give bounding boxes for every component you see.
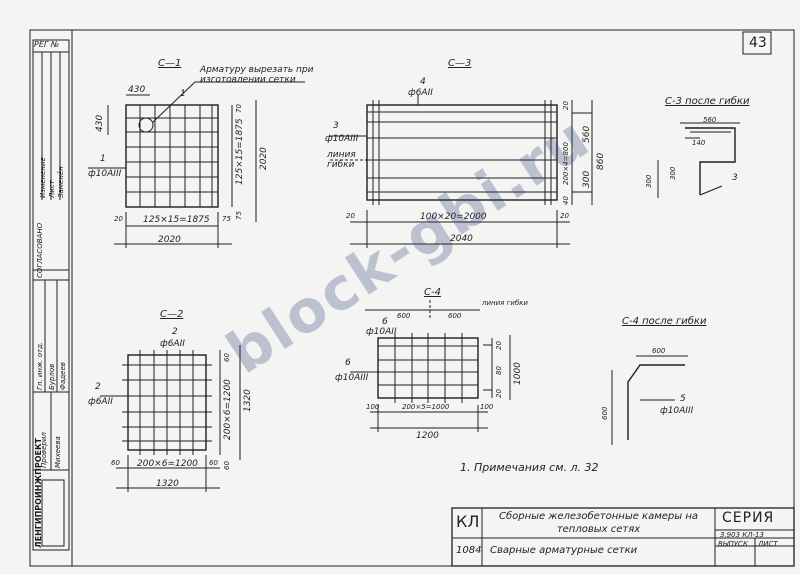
c1-dim-total: 2020 — [158, 235, 181, 245]
title-block-sheet-label: ЛИСТ — [758, 540, 778, 548]
stamp-name-2: Фадеев — [59, 362, 67, 390]
c1-dim-right-spacing: 125×15=1875 — [235, 118, 245, 185]
c4-title: С-4 — [424, 287, 441, 298]
c1-dim-right-bottom: 75 — [235, 211, 243, 220]
c3-bent-dim-top: 560 — [703, 116, 717, 124]
c1-dim-bottom-right: 75 — [222, 215, 231, 223]
c4-dim-right-total: 1000 — [513, 362, 523, 385]
c3-bent-pos: 3 — [732, 173, 738, 183]
c2-bar-top: ф6АII — [160, 339, 185, 349]
stamp-approval: СОГЛАСОВАНО — [36, 222, 44, 278]
mesh-c3-bent — [657, 122, 740, 198]
mesh-c4-bent — [611, 355, 688, 445]
c3-dim-bottom-right: 20 — [560, 212, 569, 220]
c3-bar-left: ф10АIII — [325, 134, 359, 144]
mesh-c2 — [100, 345, 241, 492]
c3-bent-dim-left-b: 300 — [669, 166, 677, 180]
c3-dim-bottom-mid: 100×20=2000 — [420, 212, 487, 222]
c1-dim-top-left: 430 — [128, 85, 146, 95]
c4-dim-top-b: 600 — [448, 312, 462, 320]
c2-bar-left: ф6АII — [88, 397, 113, 407]
title-block — [451, 507, 795, 567]
c4-bent-dim-top: 600 — [652, 347, 666, 355]
c3-title: С—3 — [448, 58, 472, 69]
stamp-name-3: Михеева — [54, 436, 62, 468]
c3-pos-top: 4 — [420, 77, 426, 87]
c2-dim-bottom-left: 60 — [111, 459, 120, 467]
c3-dim-right-b: 300 — [582, 170, 592, 188]
c1-dim-right-top: 70 — [235, 104, 243, 113]
c2-pos-left: 2 — [95, 382, 101, 392]
title-block-issue: ВЫПУСК — [718, 540, 748, 548]
c3-bar-top: ф6АII — [408, 88, 433, 98]
c2-dim-total: 1320 — [156, 479, 179, 489]
c1-position: 1 — [100, 154, 106, 164]
c2-title: С—2 — [160, 309, 184, 320]
title-block-code2: 1084 — [456, 545, 482, 556]
c4-dim-bottom-left: 100 — [366, 403, 380, 411]
c4-dim-right-top: 20 — [495, 341, 503, 350]
mesh-c3 — [330, 95, 593, 248]
c3-bent-dim-mid: 140 — [692, 139, 706, 147]
c3-dim-total: 2040 — [450, 234, 473, 244]
c4-bent-bar: ф10АIII — [660, 406, 694, 416]
mesh-c4 — [350, 300, 511, 432]
c4-dim-top-a: 600 — [397, 312, 411, 320]
c4-dim-total: 1200 — [416, 431, 439, 441]
c4-bar-top: ф10АII — [366, 327, 397, 337]
sheet-number-box — [742, 31, 772, 55]
c4-dim-bottom-right: 100 — [480, 403, 494, 411]
stamp-col-replaced: Заменён — [57, 166, 65, 198]
c3-pos-left: 3 — [333, 121, 339, 131]
c1-title: С—1 — [158, 58, 182, 69]
c2-dim-right-mid: 200×6=1200 — [223, 379, 233, 440]
c1-callout-number: 1 — [180, 89, 186, 99]
c4-bent-dim-left: 600 — [601, 406, 609, 420]
c3-dim-right-bottom: 40 — [562, 196, 570, 205]
stamp-col-change: Изменение — [39, 157, 47, 198]
title-block-code: КЛ — [456, 512, 480, 531]
c2-dim-bottom-right: 60 — [209, 459, 218, 467]
c1-dim-left-top: 430 — [95, 114, 105, 132]
c1-dim-bottom-mid: 125×15=1875 — [143, 215, 210, 225]
title-block-description: Сборные железобетонные камеры на тепловы… — [498, 511, 699, 535]
c3-dim-bottom-left: 20 — [346, 212, 355, 220]
stamp-col-sheet: Лист — [48, 180, 56, 198]
stamp-role-1: Гл. инж. отд. — [36, 341, 44, 390]
c4-bent-pos: 5 — [680, 394, 686, 404]
notes: 1. Примечания см. л. 32 — [460, 461, 599, 474]
c3-bent-dim-left-a: 300 — [645, 174, 653, 188]
c1-dim-bottom-left: 20 — [114, 215, 123, 223]
c1-note: Арматуру вырезать при изготовлении сетки — [200, 65, 314, 85]
stamp-name-1: Бурлов — [48, 363, 56, 390]
c4-bent-title: С-4 после гибки — [622, 316, 707, 327]
c1-dim-right-total: 2020 — [259, 147, 269, 170]
title-block-series-label: СЕРИЯ — [722, 510, 775, 526]
c4-pos-left: 6 — [345, 358, 351, 368]
mesh-c1 — [88, 81, 305, 248]
title-block-subtitle: Сварные арматурные сетки — [490, 545, 638, 556]
c4-pos-top: 6 — [382, 317, 388, 327]
sheet-number: 43 — [749, 35, 767, 51]
c4-line-label: линия гибки — [482, 299, 528, 307]
c2-dim-right-total: 1320 — [243, 389, 253, 412]
c4-bar-left: ф10АIII — [335, 373, 369, 383]
c2-dim-right-bottom: 60 — [223, 461, 231, 470]
c4-dim-right-bottom: 20 — [495, 389, 503, 398]
c4-dim-bottom-mid: 200×5=1000 — [402, 403, 450, 411]
c4-dim-right-mid: 80 — [495, 366, 503, 375]
c3-bent-title: С-3 после гибки — [665, 96, 750, 107]
side-stamp-grid — [32, 39, 70, 551]
reg-number-label: РЕГ № — [34, 40, 60, 49]
sheet-frame — [29, 29, 795, 567]
c2-dim-bottom-mid: 200×6=1200 — [137, 459, 198, 469]
stamp-institute: ЛЕНГИПРОИНЖПРОЕКТ — [34, 438, 43, 548]
c2-pos-top: 2 — [172, 327, 178, 337]
c3-line-label: линия гибки — [327, 150, 356, 170]
title-block-series-value: 3.903 КЛ-13 — [720, 531, 764, 539]
c1-bar: ф10АIII — [88, 169, 122, 179]
